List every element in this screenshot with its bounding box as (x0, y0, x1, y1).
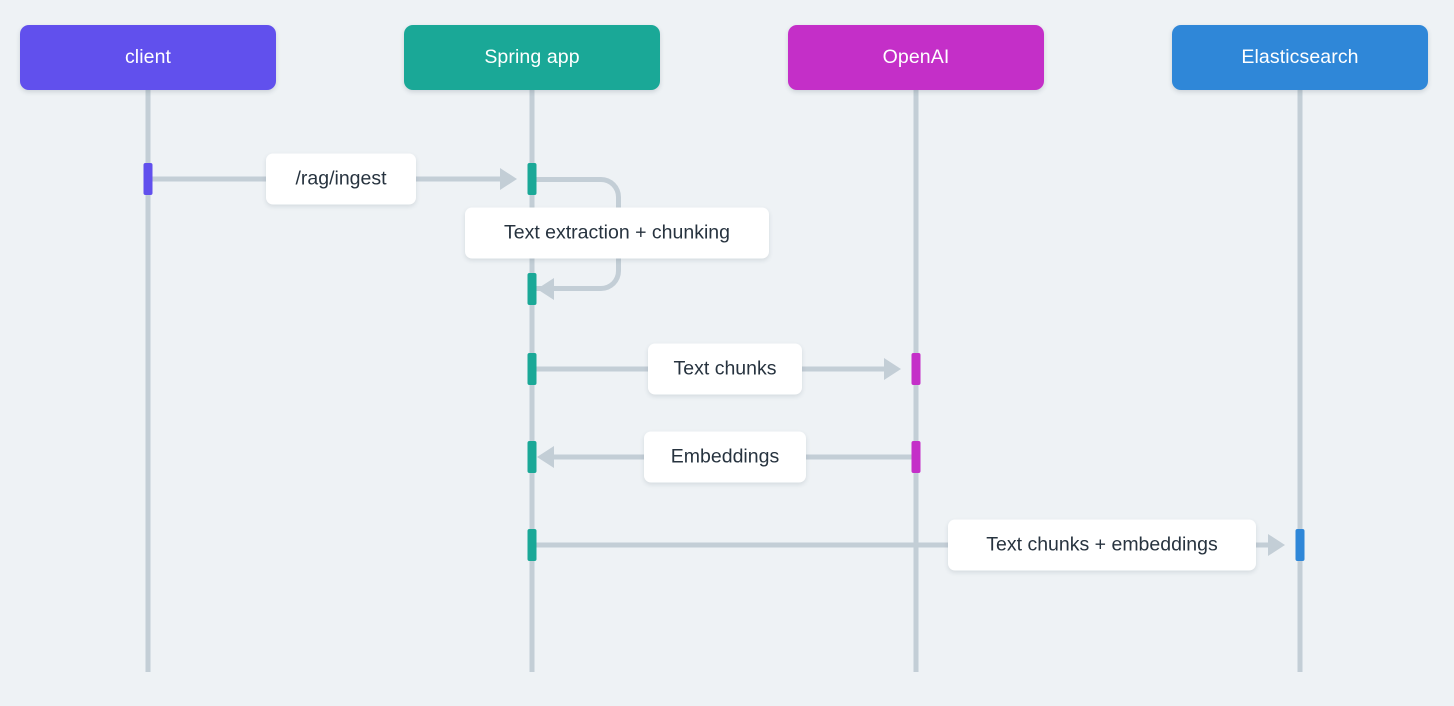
activation-bar-spring-app-2 (527, 273, 537, 305)
participant-client[interactable]: client (20, 25, 276, 90)
arrowhead-embeddings (537, 446, 554, 468)
message-label-text-chunks: Text chunks (648, 343, 802, 395)
activation-bar-spring-app-1 (527, 163, 537, 195)
message-label-rag-ingest: /rag/ingest (266, 153, 416, 205)
participant-label-elasticsearch: Elasticsearch (1241, 46, 1359, 68)
activation-bar-spring-app-4 (527, 441, 537, 473)
message-label-embeddings: Embeddings (644, 431, 806, 483)
message-label-text-text-chunks: Text chunks (673, 357, 777, 380)
activation-bar-elasticsearch-1 (1295, 529, 1305, 561)
participant-spring-app[interactable]: Spring app (404, 25, 660, 90)
activation-bar-client-1 (143, 163, 153, 195)
lifeline-client (145, 90, 151, 672)
activation-bar-spring-app-3 (527, 353, 537, 385)
arrowhead-text-extraction (537, 278, 554, 300)
message-label-text-text-extraction: Text extraction + chunking (503, 221, 730, 244)
message-label-chunks-embeddings: Text chunks + embeddings (948, 519, 1256, 571)
message-label-text-rag-ingest: /rag/ingest (295, 167, 387, 190)
activation-bar-openai-2 (911, 441, 921, 473)
participant-elasticsearch[interactable]: Elasticsearch (1172, 25, 1428, 90)
message-line-chunks-embeddings (536, 542, 1268, 548)
activation-bar-openai-1 (911, 353, 921, 385)
arrowhead-rag-ingest (500, 168, 517, 190)
arrowhead-chunks-embeddings (1268, 534, 1285, 556)
lifeline-elasticsearch (1297, 90, 1303, 672)
message-label-text-extraction: Text extraction + chunking (465, 207, 769, 259)
arrowhead-text-chunks (884, 358, 901, 380)
participant-label-client: client (124, 46, 172, 68)
message-label-text-chunks-embeddings: Text chunks + embeddings (986, 533, 1218, 556)
participant-openai[interactable]: OpenAI (788, 25, 1044, 90)
participant-label-spring-app: Spring app (484, 46, 580, 68)
activation-bar-spring-app-5 (527, 529, 537, 561)
message-label-text-embeddings: Embeddings (670, 445, 780, 468)
participant-label-openai: OpenAI (882, 46, 950, 68)
